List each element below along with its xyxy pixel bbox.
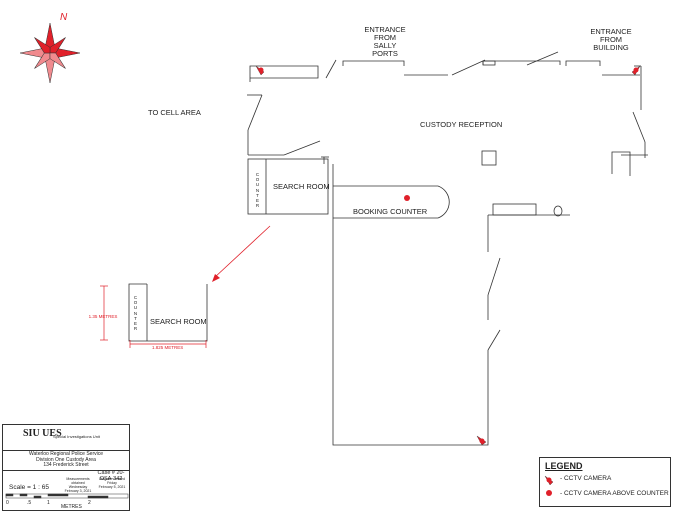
- scale-tick-05: .5: [27, 500, 32, 506]
- north-label: N: [60, 12, 68, 23]
- cctv-camera-icon: [255, 65, 265, 76]
- counter-label-vertical: COUNTER: [255, 172, 260, 209]
- cctv-camera-icon: [631, 65, 641, 76]
- legend: LEGEND - CCTV CAMERA - CCTV CAMERA ABOVE…: [539, 457, 671, 507]
- legend-item-cctv-camera: - CCTV CAMERA: [560, 475, 612, 482]
- siu-org-text: Special Investigations Unit: [53, 434, 100, 439]
- siu-logo: SIU UES: [23, 428, 62, 439]
- legend-camera-icon: [544, 475, 554, 486]
- height-dimension-label: 1.35 METRES: [88, 314, 118, 319]
- scale-tick-1: 1: [47, 500, 50, 506]
- cell-area-label: TO CELL AREA: [148, 108, 201, 117]
- search-room-detail-label: SEARCH ROOM: [150, 317, 207, 326]
- compass-rose-icon: [19, 22, 81, 84]
- title-block: SIU UES Special Investigations Unit Wate…: [2, 424, 130, 511]
- width-dimension-label: 1.825 METRES: [152, 345, 184, 350]
- search-room-label: SEARCH ROOM: [273, 182, 330, 191]
- legend-counter-camera-icon: [546, 490, 552, 496]
- booking-counter-label: BOOKING COUNTER: [353, 207, 428, 216]
- scale-unit: METRES: [61, 504, 82, 510]
- cctv-camera-above-counter-icon: [404, 195, 410, 201]
- custody-reception-label: CUSTODY RECEPTION: [420, 120, 503, 129]
- scale-tick-0: 0: [6, 500, 9, 506]
- scale-text: Scale = 1 : 65: [9, 484, 49, 491]
- scale-bar: [5, 493, 129, 499]
- cctv-camera-icon: [476, 435, 487, 446]
- scale-tick-2: 2: [88, 500, 91, 506]
- legend-title: LEGEND: [545, 461, 583, 471]
- case-number: Case # 20-OSA-342: [97, 470, 125, 482]
- counter-detail-label-vertical: COUNTER: [133, 295, 138, 332]
- legend-item-cctv-above-counter: - CCTV CAMERA ABOVE COUNTER: [560, 490, 669, 497]
